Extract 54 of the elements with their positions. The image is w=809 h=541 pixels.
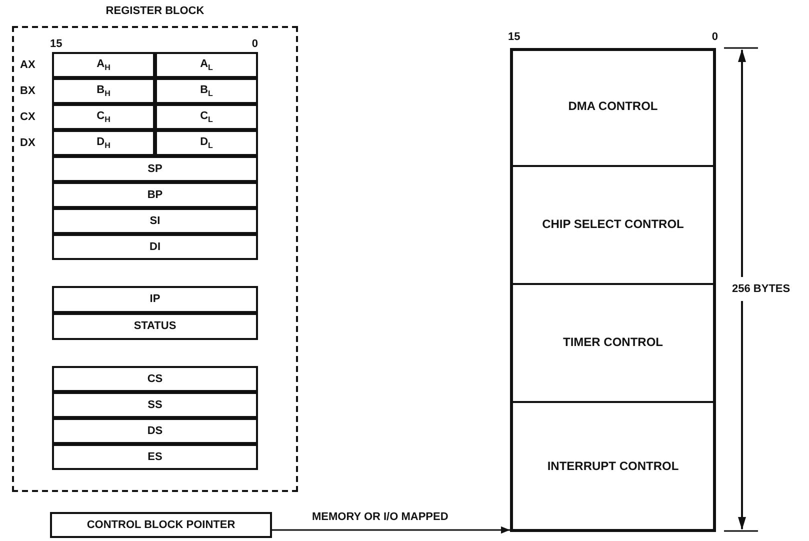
register-box (52, 418, 258, 444)
register-box (155, 52, 258, 78)
register-box (155, 130, 258, 156)
register-label: STATUS (134, 319, 176, 334)
arrow (272, 526, 510, 534)
bit-number: 0 (710, 30, 718, 44)
register-box (52, 52, 155, 78)
register-label: SI (150, 214, 160, 228)
register-box (52, 78, 155, 104)
group-heading: REGISTER BLOCK (104, 4, 206, 18)
bit-number: 0 (250, 37, 258, 51)
register-label: B$_{H}$ (96, 82, 110, 100)
register-label: C$_{L}$ (200, 108, 213, 126)
register-label: C$_{H}$ (96, 108, 110, 126)
register-box (52, 156, 258, 182)
register-label: DS (147, 424, 163, 438)
register-pair-name: DX (20, 136, 36, 150)
register-box (52, 182, 258, 208)
memory-region-box (510, 166, 716, 284)
region-label: TIMER CONTROL (563, 335, 663, 351)
register-box (52, 208, 258, 234)
register-box (52, 104, 155, 130)
register-label: SP (148, 162, 162, 176)
register-box (155, 104, 258, 130)
register-box (52, 366, 258, 392)
region-label: DMA CONTROL (568, 99, 658, 115)
register-label: D$_{L}$ (200, 134, 213, 152)
region-label: INTERRUPT CONTROL (547, 459, 679, 475)
register-box (52, 130, 155, 156)
register-label: SS (148, 398, 162, 412)
register-label: ES (148, 450, 162, 464)
bit-number: 15 (508, 30, 522, 44)
register-pair-name: CX (20, 110, 36, 124)
register-label: CONTROL BLOCK POINTER (86, 518, 236, 532)
register-box (52, 392, 258, 418)
register-pair-name: BX (20, 84, 36, 98)
bit-number: 15 (50, 37, 64, 51)
register-label: DI (150, 240, 160, 254)
region-label: CHIP SELECT CONTROL (542, 217, 684, 233)
register-box (50, 512, 272, 538)
register-label: B$_{L}$ (200, 82, 213, 100)
register-box (52, 444, 258, 470)
register-box (52, 286, 258, 313)
register-label: IP (150, 292, 160, 307)
register-pair-name: AX (20, 58, 36, 72)
register-label: D$_{H}$ (96, 134, 110, 152)
register-label: BP (147, 188, 163, 202)
register-label: A$_{H}$ (96, 56, 110, 74)
register-label: A$_{L}$ (200, 56, 213, 74)
register-label: CS (147, 372, 163, 386)
register-box (52, 234, 258, 260)
register-box (52, 313, 258, 340)
memory-region-box (510, 284, 716, 402)
register-box (155, 78, 258, 104)
